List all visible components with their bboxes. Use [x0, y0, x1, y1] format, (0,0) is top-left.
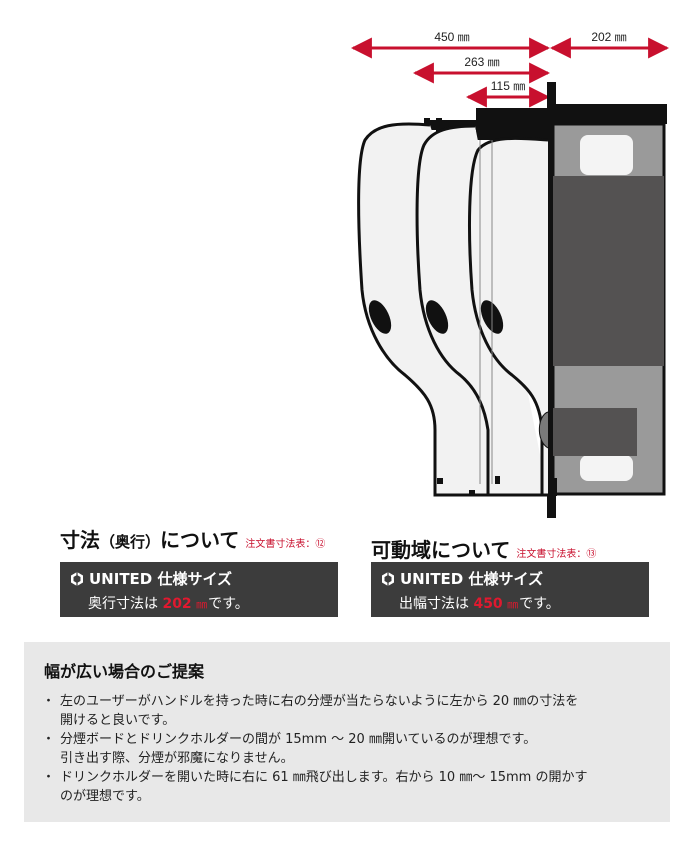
- drink-holder-edge: [538, 411, 549, 449]
- proposal-item-line: 分煙ボードとドリンクホルダーの間が 15mm ～ 20 ㎜開いているのが理想です…: [60, 732, 537, 747]
- depth-spec-suffix: です。: [208, 596, 249, 612]
- handle-positions: [357, 122, 549, 497]
- dim-label-263: 263 ㎜: [464, 55, 499, 69]
- range-spec-unit: ㎜: [507, 598, 519, 611]
- proposal-heading: 幅が広い場合のご提案: [44, 662, 205, 681]
- range-spec-line: 出幅寸法は 450 ㎜です。: [381, 593, 639, 613]
- depth-spec-line: 奥行寸法は 202 ㎜です。: [70, 593, 328, 613]
- dimension-lines: 450 ㎜ 202 ㎜ 263 ㎜ 115 ㎜: [350, 30, 670, 108]
- depth-spec-box: UNITED 仕様サイズ 奥行寸法は 202 ㎜です。: [60, 562, 338, 617]
- proposal-item: 左のユーザーがハンドルを持った時に右の分煙が当たらないように左から 20 ㎜の寸…: [42, 692, 650, 730]
- depth-spec-prefix: 奥行寸法は: [88, 596, 158, 612]
- range-brand-label: UNITED 仕様サイズ: [400, 570, 544, 588]
- depth-title-b: について: [160, 528, 240, 552]
- dim-label-115: 115 ㎜: [491, 79, 525, 93]
- united-logo-icon: [382, 571, 394, 586]
- proposal-item: 分煙ボードとドリンクホルダーの間が 15mm ～ 20 ㎜開いているのが理想です…: [42, 730, 650, 768]
- depth-section-title: 寸法（奥行）について注文書寸法表：⑫: [60, 524, 325, 553]
- range-brand-row: UNITED 仕様サイズ: [381, 568, 639, 589]
- range-spec-suffix: です。: [519, 596, 560, 612]
- proposal-list: 左のユーザーがハンドルを持った時に右の分煙が当たらないように左から 20 ㎜の寸…: [42, 692, 650, 806]
- dim-label-450: 450 ㎜: [434, 30, 469, 44]
- proposal-item-line: ドリンクホルダーを開いた時に右に 61 ㎜飛び出します。右から 10 ㎜～ 15…: [60, 770, 588, 785]
- united-logo-icon: [71, 571, 83, 586]
- proposal-panel: 幅が広い場合のご提案 左のユーザーがハンドルを持った時に右の分煙が当たらないよう…: [24, 642, 670, 822]
- handle-grips: [368, 300, 504, 334]
- range-spec-prefix: 出幅寸法は: [399, 596, 469, 612]
- depth-brand-label: UNITED 仕様サイズ: [89, 570, 233, 588]
- proposal-item-line: 引き出す際、分煙が邪魔になりません。: [60, 751, 294, 766]
- guide-lines: [479, 140, 493, 484]
- range-title: 可動域について: [371, 538, 511, 562]
- proposal-item: ドリンクホルダーを開いた時に右に 61 ㎜飛び出します。右から 10 ㎜～ 15…: [42, 768, 650, 806]
- depth-spec-unit: ㎜: [196, 598, 208, 611]
- proposal-item-line: のが理想です。: [60, 789, 150, 804]
- range-spec-value: 450: [473, 596, 503, 612]
- dimension-diagram: 450 ㎜ 202 ㎜ 263 ㎜ 115 ㎜: [350, 30, 670, 518]
- proposal-item-line: 左のユーザーがハンドルを持った時に右の分煙が当たらないように左から 20 ㎜の寸…: [60, 694, 579, 709]
- dim-label-202: 202 ㎜: [591, 30, 626, 44]
- range-ref-note: 注文書寸法表：⑬: [516, 549, 597, 560]
- proposal-item-line: 開けると良いです。: [60, 713, 176, 728]
- depth-title-a: 寸法: [60, 528, 100, 552]
- depth-ref-note: 注文書寸法表：⑫: [245, 539, 326, 550]
- handle-retracted: [468, 136, 549, 497]
- depth-spec-value: 202: [162, 596, 192, 612]
- range-section-title: 可動域について注文書寸法表：⑬: [371, 534, 596, 563]
- board-cabinet: [547, 122, 666, 496]
- depth-title-paren: （奥行）: [100, 533, 161, 551]
- depth-brand-row: UNITED 仕様サイズ: [70, 568, 328, 589]
- range-spec-box: UNITED 仕様サイズ 出幅寸法は 450 ㎜です。: [371, 562, 649, 617]
- small-bolts: [437, 476, 500, 496]
